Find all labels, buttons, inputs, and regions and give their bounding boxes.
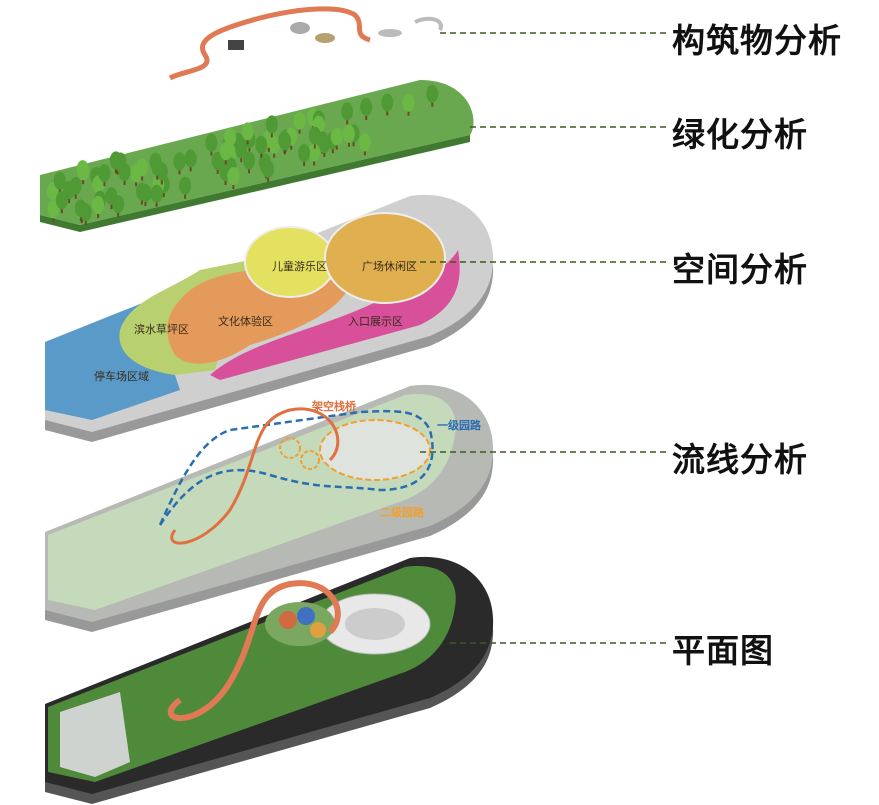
tree-icon — [55, 191, 68, 214]
tree-icon — [92, 196, 105, 219]
tree-icon — [255, 135, 268, 158]
tree-icon — [278, 132, 291, 155]
tree-icon — [358, 133, 371, 156]
tree-icon — [151, 157, 164, 180]
flow-layer: 架空栈桥 一级园路 二级园路 — [45, 384, 494, 632]
title-greening: 绿化分析 — [672, 115, 808, 154]
bridge-structure — [168, 6, 371, 81]
tree-icon — [341, 102, 354, 125]
tree-icon — [381, 93, 394, 116]
tree-icon — [47, 200, 60, 223]
tree-icon — [118, 162, 131, 185]
tree-icon — [77, 162, 90, 185]
tree-icon — [235, 140, 248, 163]
tree-icon — [184, 149, 197, 172]
tree-icon — [298, 143, 311, 166]
tree-icon — [205, 133, 218, 156]
tree-icon — [426, 84, 439, 107]
tree-icon — [53, 171, 66, 194]
tree-icon — [109, 151, 122, 174]
zone-plaza — [324, 212, 446, 304]
leader-lines — [410, 32, 668, 644]
tree-icon — [173, 152, 186, 175]
tree-icon — [243, 151, 256, 174]
tree-icon — [360, 98, 373, 121]
tree-icon — [150, 184, 163, 207]
tree-icon — [342, 124, 355, 147]
label-entrance: 入口展示区 — [348, 315, 403, 328]
title-flow: 流线分析 — [672, 440, 808, 479]
greening-layer — [40, 80, 474, 232]
label-lawn: 滨水草坪区 — [134, 322, 189, 336]
label-bridge: 架空栈桥 — [311, 399, 357, 413]
label-plaza: 广场休闲区 — [362, 259, 417, 273]
tree-icon — [105, 187, 118, 210]
label-children: 儿童游乐区 — [272, 259, 327, 273]
bridge-walkway — [167, 580, 341, 722]
tree-icon — [308, 126, 321, 149]
bridge-line — [170, 407, 340, 545]
tree-icon — [136, 158, 149, 181]
tree-icon — [330, 127, 343, 150]
tree-icon — [98, 164, 111, 187]
plan-layer — [45, 556, 494, 804]
tree-icon — [74, 199, 87, 222]
title-structures: 构筑物分析 — [672, 21, 842, 60]
tree-icon — [219, 142, 232, 165]
title-space: 空间分析 — [672, 250, 808, 289]
tree-icon — [308, 143, 321, 166]
tree-icon — [179, 176, 192, 199]
title-plan: 平面图 — [672, 631, 774, 670]
label-secondary-path: 二级园路 — [380, 505, 425, 519]
tree-icon — [402, 93, 415, 116]
tree-icon — [293, 111, 306, 134]
space-layer: 儿童游乐区 广场休闲区 文化体验区 滨水草坪区 入口展示区 停车场区域 — [45, 194, 494, 442]
tree-icon — [241, 122, 254, 145]
label-primary-path: 一级园路 — [437, 418, 482, 432]
tree-icon — [135, 182, 148, 205]
tree-icon — [69, 176, 82, 199]
tree-icon — [265, 115, 278, 138]
tree-icon — [262, 159, 275, 182]
tree-icon — [227, 166, 240, 189]
structures-layer — [168, 6, 443, 81]
zone-entrance — [210, 250, 460, 380]
label-parking: 停车场区域 — [94, 369, 149, 383]
label-culture: 文化体验区 — [218, 314, 273, 328]
